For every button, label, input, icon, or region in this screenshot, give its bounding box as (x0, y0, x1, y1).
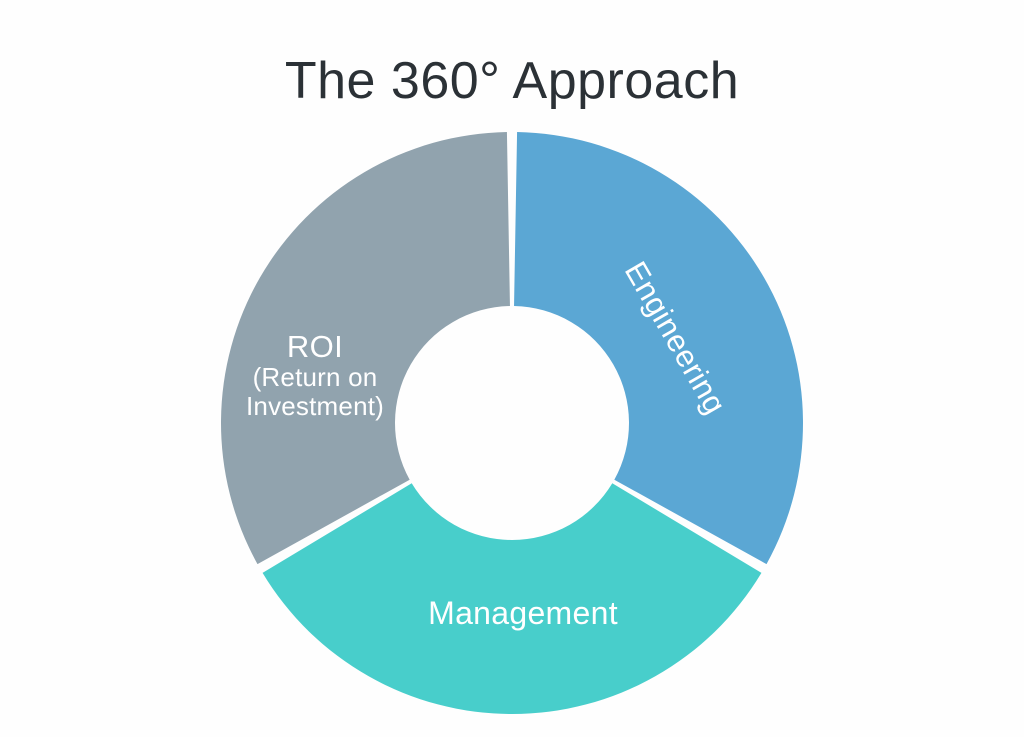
donut-slice-management[interactable] (262, 483, 762, 715)
page-title: The 360° Approach (284, 51, 740, 110)
donut-slice-engineering[interactable] (514, 132, 803, 565)
donut-slice-roi[interactable] (221, 132, 510, 565)
